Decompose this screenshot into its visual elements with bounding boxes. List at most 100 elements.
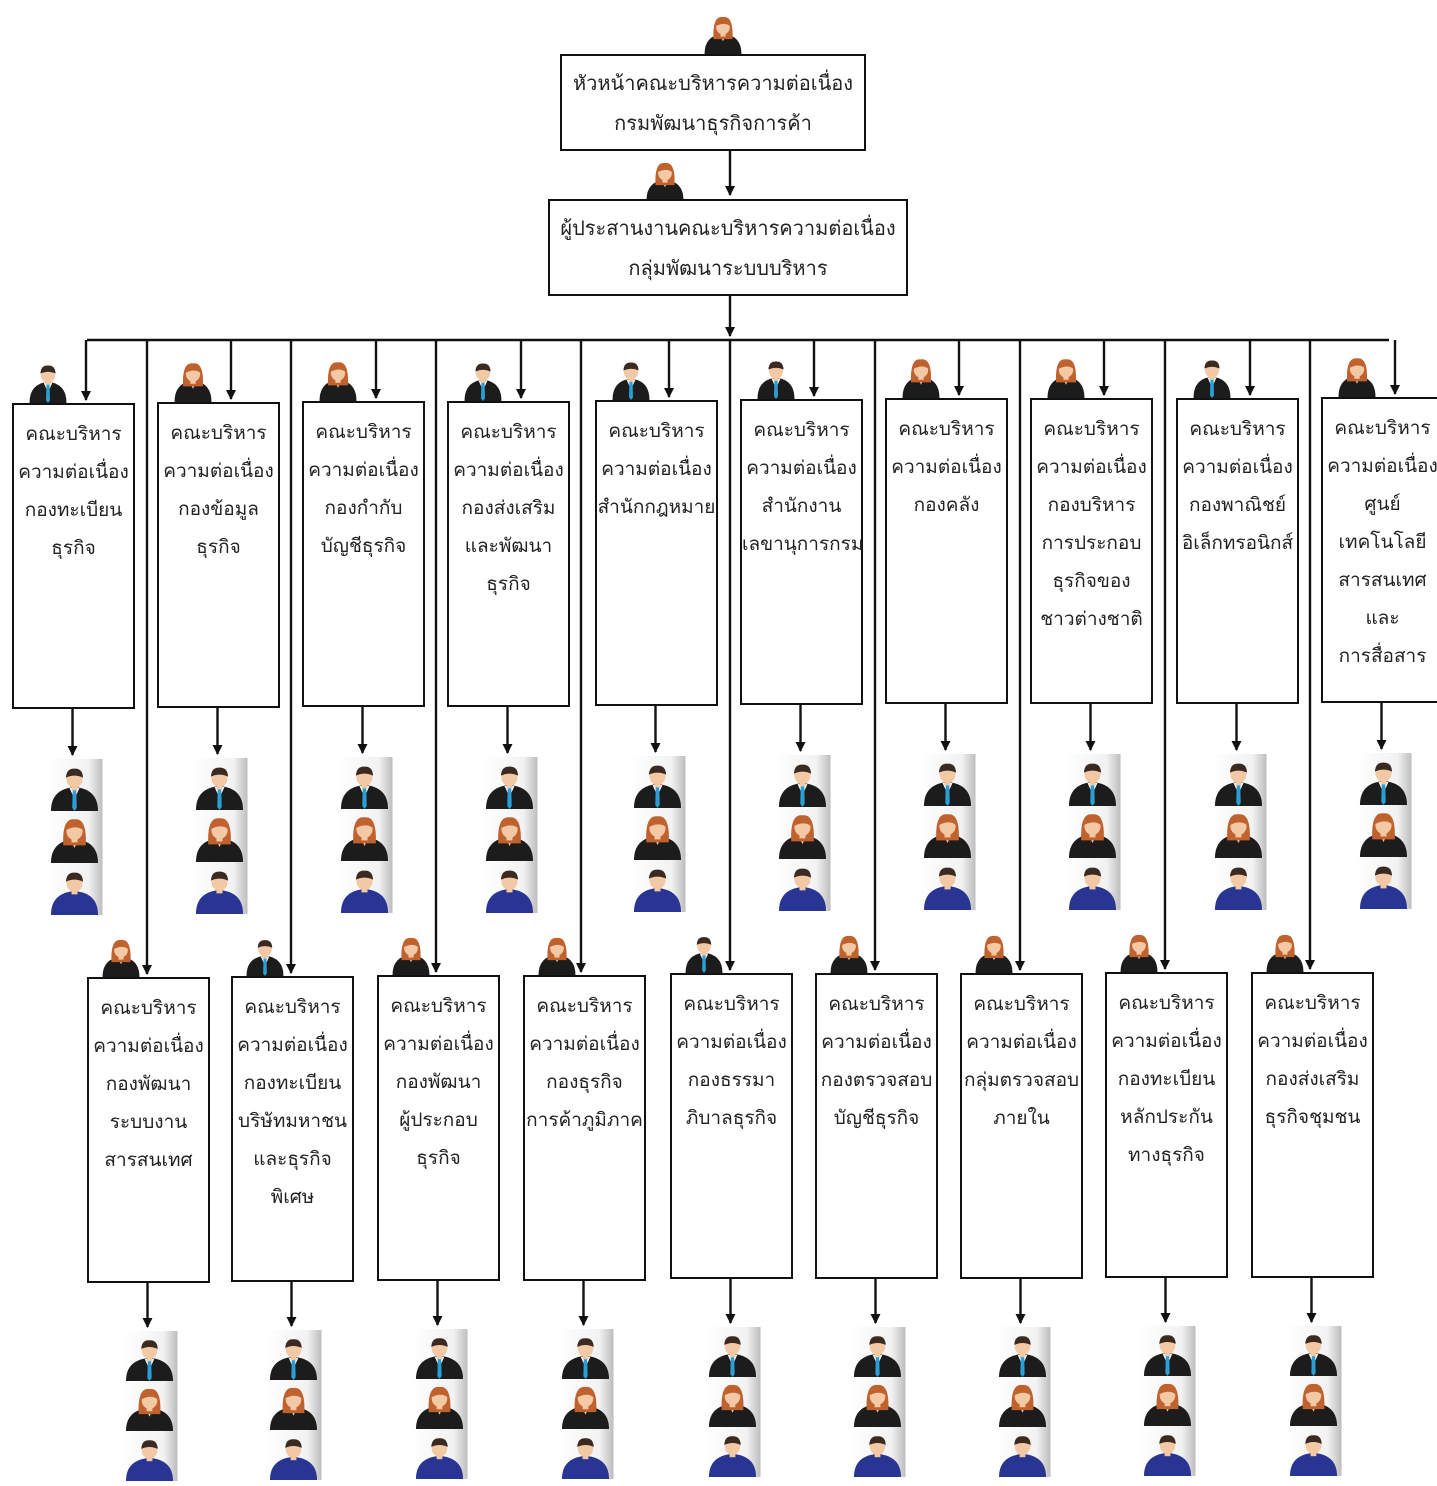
team-title-line: คณะบริหาร bbox=[390, 995, 487, 1017]
member-male-photo-icon bbox=[1285, 1326, 1342, 1376]
team-title-line: ความต่อเนื่อง bbox=[18, 461, 129, 483]
team-title-line: คณะบริหาร bbox=[1334, 417, 1431, 439]
member-male-photo-icon bbox=[994, 1327, 1051, 1377]
team-title-line: กองส่งเสริม bbox=[1265, 1068, 1360, 1090]
team-box: คณะบริหารความต่อเนื่องกองบริหารการประกอบ… bbox=[1030, 398, 1153, 704]
head-box: หัวหน้าคณะบริหารความต่อเนื่อง กรมพัฒนาธุ… bbox=[560, 54, 866, 151]
member-male-photo-icon bbox=[1210, 754, 1267, 806]
team-leader-male-icon bbox=[1193, 360, 1231, 398]
member-female-photo-icon bbox=[336, 809, 393, 861]
team-box: คณะบริหารความต่อเนื่องสำนักงานเลขานุการก… bbox=[740, 399, 863, 705]
team-title-line: คณะบริหาร bbox=[1264, 992, 1361, 1014]
team-title-line: คณะบริหาร bbox=[898, 418, 995, 440]
team-box: คณะบริหารความต่อเนื่องกองส่งเสริมและพัฒน… bbox=[447, 401, 570, 707]
team-leader-female-icon bbox=[902, 359, 940, 398]
team-box: คณะบริหารความต่อเนื่องกองทะเบียนหลักประก… bbox=[1105, 972, 1228, 1278]
member-female-photo-icon bbox=[411, 1379, 468, 1429]
coordinator-female-avatar-icon bbox=[646, 162, 684, 200]
team-title-line: ภิบาลธุรกิจ bbox=[685, 1107, 778, 1129]
team-title-line: คณะบริหาร bbox=[1118, 992, 1215, 1014]
team-title-line: ธุรกิจ bbox=[486, 573, 531, 595]
team-leader-male-icon bbox=[29, 365, 67, 403]
member-male-blue-photo-icon bbox=[1064, 858, 1121, 910]
team-leader-male-icon bbox=[246, 940, 284, 976]
team-title-line: กองธรรมา bbox=[687, 1069, 776, 1091]
member-male-blue-photo-icon bbox=[411, 1429, 468, 1479]
member-male-photo-icon bbox=[629, 756, 686, 808]
member-male-blue-photo-icon bbox=[1355, 857, 1412, 909]
team-title-line: สารสนเทศ bbox=[1338, 569, 1427, 591]
team-leader-female-icon bbox=[538, 937, 576, 975]
member-male-photo-icon bbox=[265, 1330, 322, 1380]
member-female-photo-icon bbox=[46, 811, 103, 863]
team-title-line: กองพาณิชย์ bbox=[1188, 494, 1287, 516]
member-female-photo-icon bbox=[191, 810, 248, 862]
team-title-line: ความต่อเนื่อง bbox=[891, 456, 1002, 478]
team-title-line: กองตรวจสอบ bbox=[820, 1069, 933, 1091]
team-title-line: ความต่อเนื่อง bbox=[1111, 1030, 1222, 1052]
team-title-line: คณะบริหาร bbox=[244, 996, 341, 1018]
member-male-blue-photo-icon bbox=[46, 863, 103, 915]
team-title-line: และธุรกิจ bbox=[253, 1148, 332, 1170]
team-title-line: บัญชีธุรกิจ bbox=[320, 535, 407, 557]
team-leader-male-icon bbox=[612, 362, 650, 400]
team-title-line: กองส่งเสริม bbox=[461, 497, 556, 519]
team-title-line: ความต่อเนื่อง bbox=[676, 1031, 787, 1053]
team-title-line: คณะบริหาร bbox=[608, 420, 705, 442]
team-title-line: กลุ่มตรวจสอบ bbox=[963, 1069, 1080, 1091]
team-title-line: และพัฒนา bbox=[464, 535, 553, 557]
team-leader-female-icon bbox=[1047, 359, 1085, 398]
member-female-photo-icon bbox=[1285, 1376, 1342, 1426]
team-leader-male-icon bbox=[464, 363, 502, 401]
member-male-blue-photo-icon bbox=[191, 862, 248, 914]
team-title-line: ธุรกิจของ bbox=[1052, 570, 1131, 592]
team-leader-female-icon bbox=[319, 362, 357, 401]
member-male-blue-photo-icon bbox=[919, 858, 976, 910]
team-title-line: กองข้อมูล bbox=[178, 498, 259, 520]
coordinator-title-line: ผู้ประสานงานคณะบริหารความต่อเนื่อง bbox=[560, 216, 896, 240]
team-title-line: คณะบริหาร bbox=[753, 419, 850, 441]
member-male-photo-icon bbox=[191, 758, 248, 810]
team-title-line: กองคลัง bbox=[913, 494, 980, 516]
team-title-line: กองทะเบียน bbox=[243, 1072, 342, 1094]
team-title-line: ภายใน bbox=[993, 1107, 1050, 1129]
member-male-photo-icon bbox=[1355, 753, 1412, 805]
team-title-line: เลขานุการกรม bbox=[742, 533, 864, 555]
head-title-line: กรมพัฒนาธุรกิจการค้า bbox=[614, 111, 812, 135]
team-box: คณะบริหารความต่อเนื่องกองธุรกิจการค้าภูม… bbox=[523, 975, 646, 1281]
team-title-line: การค้าภูมิภาค bbox=[526, 1109, 643, 1131]
team-box: คณะบริหารความต่อเนื่องกองพัฒนาผู้ประกอบธ… bbox=[377, 975, 500, 1281]
member-female-photo-icon bbox=[1064, 806, 1121, 858]
team-title-line: คณะบริหาร bbox=[536, 995, 633, 1017]
member-male-blue-photo-icon bbox=[1210, 858, 1267, 910]
team-title-line: ระบบงาน bbox=[109, 1111, 188, 1133]
team-title-line: ความต่อเนื่อง bbox=[163, 460, 274, 482]
member-male-photo-icon bbox=[336, 757, 393, 809]
member-male-photo-icon bbox=[1064, 754, 1121, 806]
member-male-photo-icon bbox=[121, 1331, 178, 1381]
team-title-line: พิเศษ bbox=[270, 1186, 315, 1208]
team-leader-female-icon bbox=[975, 935, 1013, 973]
team-title-line: หลักประกัน bbox=[1120, 1106, 1213, 1128]
team-title-line: สำนักงาน bbox=[761, 495, 842, 517]
team-title-line: อิเล็กทรอนิกส์ bbox=[1181, 532, 1294, 554]
team-leader-female-icon bbox=[1266, 934, 1304, 972]
member-male-photo-icon bbox=[46, 759, 103, 811]
member-male-photo-icon bbox=[1139, 1326, 1196, 1376]
member-male-photo-icon bbox=[919, 754, 976, 806]
team-title-line: ความต่อเนื่อง bbox=[1182, 456, 1293, 478]
team-title-line: ความต่อเนื่อง bbox=[1036, 456, 1147, 478]
team-title-line: ความต่อเนื่อง bbox=[93, 1035, 204, 1057]
avatar-layer bbox=[29, 16, 1412, 1481]
team-title-line: คณะบริหาร bbox=[25, 423, 122, 445]
team-title-line: ธุรกิจ bbox=[196, 536, 241, 558]
team-title-line: คณะบริหาร bbox=[1043, 418, 1140, 440]
team-title-line: ชาวต่างชาติ bbox=[1040, 608, 1143, 630]
member-female-photo-icon bbox=[629, 808, 686, 860]
member-male-blue-photo-icon bbox=[1139, 1426, 1196, 1476]
member-female-photo-icon bbox=[919, 806, 976, 858]
team-box: คณะบริหารความต่อเนื่องกองพัฒนาระบบงานสาร… bbox=[87, 977, 210, 1283]
team-title-line: ความต่อเนื่อง bbox=[746, 457, 857, 479]
team-title-line: คณะบริหาร bbox=[460, 421, 557, 443]
team-leader-female-icon bbox=[102, 939, 140, 977]
